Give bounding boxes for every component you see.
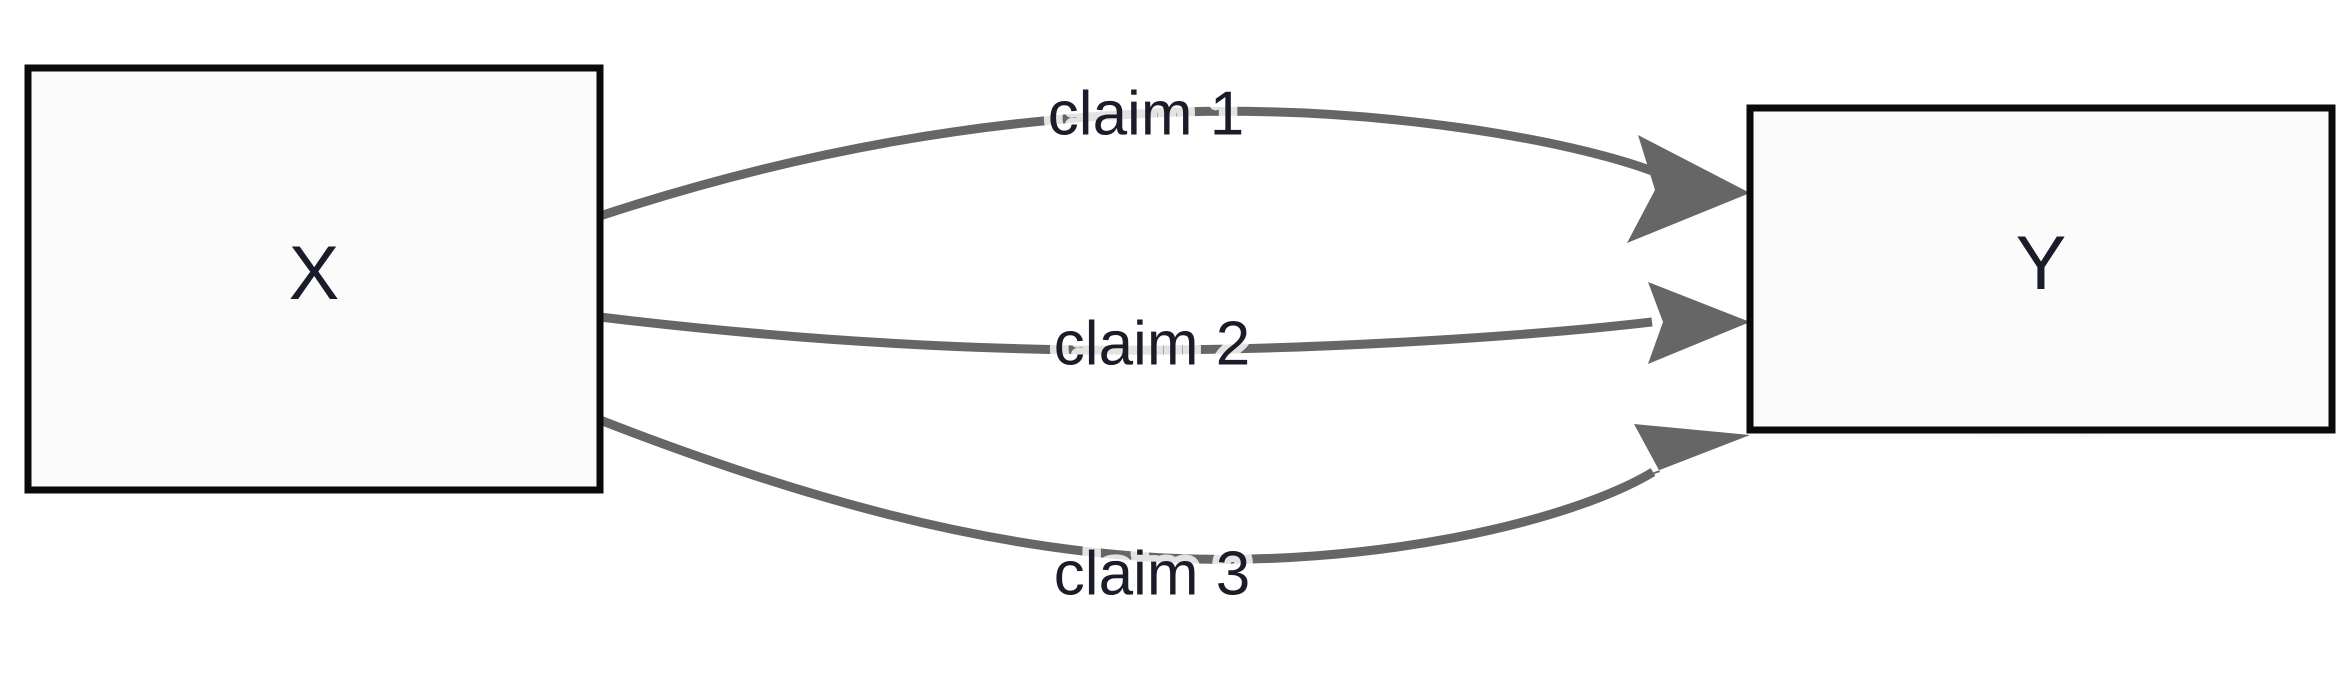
edge-claim-3-path (598, 415, 1656, 564)
edge-claim-2-arrowhead (1648, 282, 1750, 364)
edge-claim-2-label: claim 2 (1054, 309, 1250, 378)
edge-claim-3-arrowhead (1608, 424, 1750, 490)
node-y-rect (1746, 104, 2336, 434)
edge-claim-2-path (599, 312, 1653, 355)
edge-claim-1-arrowhead (1627, 135, 1750, 243)
edge-claim-1-label: claim 1 (1048, 79, 1244, 148)
node-y-label: Y (2016, 221, 2067, 306)
edge-claim-3-group[interactable] (598, 415, 1750, 564)
edge-claim-3-label-halo: claim 3 (1054, 539, 1250, 608)
edge-claim-2-group[interactable] (599, 282, 1750, 364)
edge-claim-2-label-halo: claim 2 (1054, 309, 1250, 378)
node-y[interactable]: Y (1746, 104, 2336, 434)
edge-claim-2-label-group: claim 2 claim 2 (1047, 303, 1256, 385)
node-x-rect (24, 64, 604, 494)
edge-claim-1-label-halo: claim 1 (1048, 79, 1244, 148)
node-x[interactable]: X (24, 64, 604, 494)
node-x-label: X (289, 231, 340, 316)
edge-claim-3-label: claim 3 (1054, 539, 1250, 608)
edge-claim-1-label-group: claim 1 claim 1 (1041, 73, 1250, 155)
edge-claim-1-group[interactable] (598, 106, 1750, 243)
edge-claim-3-label-group: claim 3 claim 3 (1047, 533, 1256, 615)
edge-claim-1-path (598, 106, 1657, 221)
